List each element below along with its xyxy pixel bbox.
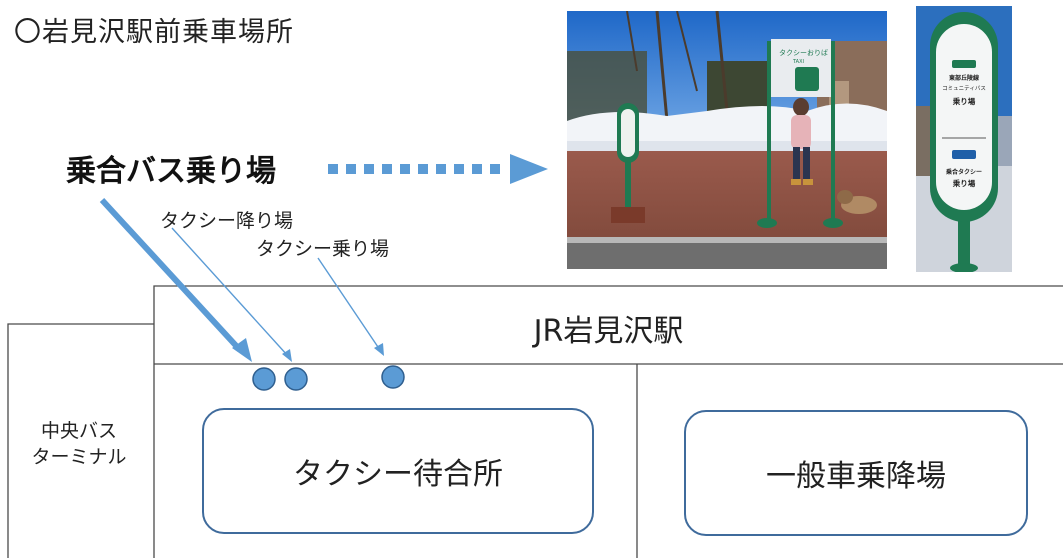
taxi-dropoff-marker [284,367,308,391]
page-title: 〇岩見沢駅前乗車場所 [14,17,294,48]
pole-sign-line4: 乗合タクシー [945,168,982,176]
pole-sign-line2: コミュニティバス [942,85,986,92]
bus-stop-label: 乗合バス乗り場 [66,154,276,189]
pole-sign-line3: 乗り場 [953,96,976,106]
bus-stop-marker [252,367,276,391]
taxi-pickup-marker [381,365,405,389]
pole-sign-photo: 東部丘陵線 コミュニティバス 乗り場 乗合タクシー 乗り場 [916,6,1012,272]
bus-terminal-label: 中央バス ターミナル [6,418,152,470]
station-name: JR岩見沢駅 [533,314,684,349]
taxi-dropoff-label: タクシー降り場 [160,210,294,232]
taxi-stop-photo: タクシーおりば TAXI [567,11,887,269]
general-car-label: 一般車乗降場 [766,459,946,494]
pole-sign-line1: 東部丘陵線 [949,74,979,82]
station-outline [153,285,1063,558]
bus-terminal-outline [7,323,154,558]
photo-sign-text: タクシーおりば [779,48,828,57]
taxi-pickup-label: タクシー乗り場 [256,238,390,260]
general-car-area: 一般車乗降場 [684,410,1028,536]
photo-sign-subtext: TAXI [792,59,804,65]
taxi-dropoff-arrow [171,227,292,362]
bus-stop-arrow [99,197,252,362]
taxi-waiting-area: タクシー待合所 [202,408,594,534]
pole-sign-line5: 乗り場 [953,178,976,188]
taxi-pickup-arrow [317,257,384,356]
bus-terminal-line2: ターミナル [31,446,127,468]
taxi-waiting-label: タクシー待合所 [293,457,503,492]
dashed-arrow-to-photo [328,154,548,184]
bus-terminal-line1: 中央バス [40,420,117,442]
